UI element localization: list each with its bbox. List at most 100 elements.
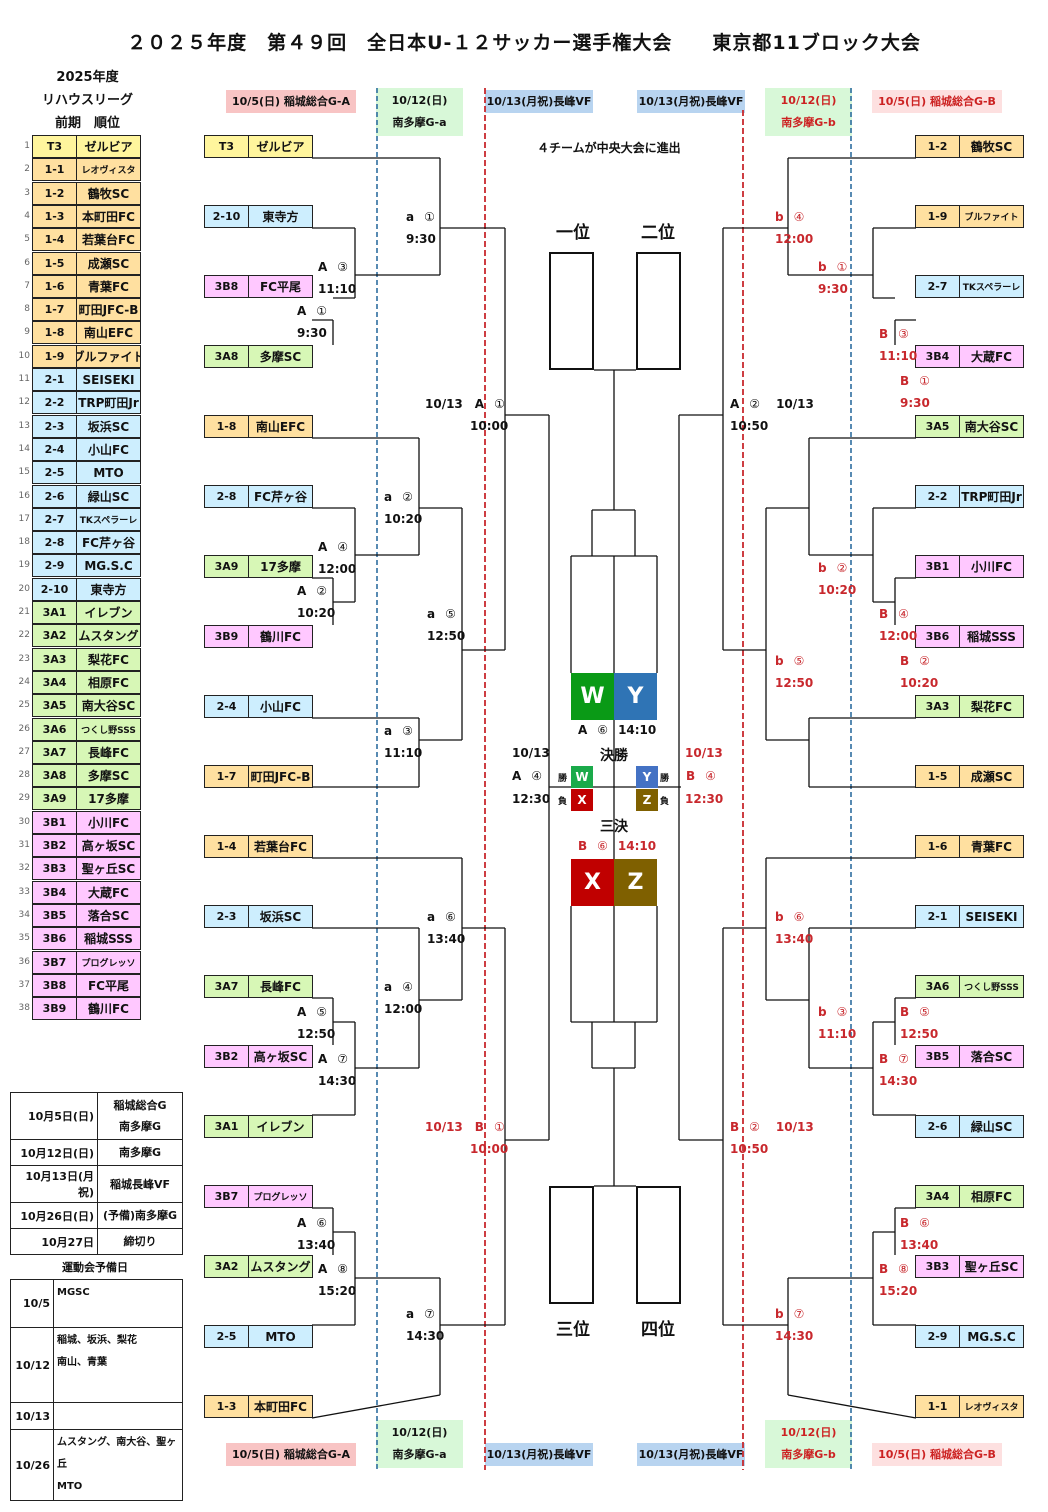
rank-seed: 2-2 — [32, 391, 77, 415]
bracket-team-name[interactable]: 稲城SSS — [960, 625, 1024, 648]
rank-team-name: 東寺方 — [77, 577, 141, 601]
rank-team-name: 坂浜SC — [77, 414, 141, 438]
bracket-team-name[interactable]: 小山FC — [249, 695, 313, 718]
bracket-team-name[interactable]: プログレッソ — [249, 1185, 313, 1208]
match-time: 14:30 — [775, 1329, 814, 1343]
bracket-team-name[interactable]: 鶴牧SC — [960, 135, 1024, 158]
reserve-team-line: 稲城、坂浜、梨花 — [57, 1335, 137, 1346]
match-round: a — [384, 980, 393, 994]
bracket-team-name[interactable]: イレブン — [249, 1115, 313, 1138]
bracket-team-name[interactable]: ゼルビア — [249, 135, 313, 158]
match-number: ③ — [402, 724, 413, 738]
match-round: b — [818, 260, 827, 274]
bracket-team-seed: 1-2 — [915, 135, 960, 158]
rank-seed: 1-7 — [32, 298, 77, 322]
banner-left-round1-bottom: 10/5(日) 稲城総合G-A — [226, 1443, 356, 1466]
bracket-team-name[interactable]: TRP町田Jr — [960, 485, 1024, 508]
bracket-team-seed: 2-9 — [915, 1325, 960, 1348]
match-round: a — [406, 210, 415, 224]
match-time: 9:30 — [900, 396, 930, 410]
bracket-team-name[interactable]: 聖ヶ丘SC — [960, 1255, 1024, 1278]
bracket-team-name[interactable]: 17多摩 — [249, 555, 313, 578]
bracket-team-name[interactable]: 梨花FC — [960, 695, 1024, 718]
bracket-team-name[interactable]: 若葉台FC — [249, 835, 313, 858]
bracket-team-name[interactable]: つくし野SSS — [960, 975, 1024, 998]
bracket-team-seed: 1-7 — [204, 765, 249, 788]
bracket-team-name[interactable]: 鶴川FC — [249, 625, 313, 648]
rank-seed: 3A1 — [32, 601, 77, 624]
banner-left-round3-bottom: 10/13(月祝)長峰VF — [485, 1443, 593, 1466]
schedule-row: 10月12日(日)南多摩G — [10, 1139, 183, 1166]
rank-number: 6 — [24, 257, 30, 268]
match-round: A — [297, 304, 307, 318]
bracket-team-name[interactable]: SEISEKI — [960, 905, 1024, 928]
match-round: A — [318, 540, 328, 554]
bracket-team-name[interactable]: 町田JFC-B — [249, 765, 313, 788]
bracket-team-name[interactable]: 小川FC — [960, 555, 1024, 578]
bracket-team-name[interactable]: 落合SC — [960, 1045, 1024, 1068]
rank-team-name: プログレッソ — [77, 950, 141, 974]
banner-right-round3: 10/13(月祝)長峰VF — [637, 90, 745, 113]
bracket-team-name[interactable]: FC平尾 — [249, 275, 313, 298]
bracket-team-name[interactable]: 青葉FC — [960, 835, 1024, 858]
match-time: 10:00 — [470, 419, 509, 433]
bracket-team-name[interactable]: ブルファイト — [960, 205, 1024, 228]
match-number: ⑧ — [898, 1262, 909, 1276]
bracket-team-name[interactable]: 南大谷SC — [960, 415, 1024, 438]
semi-left-time: 12:30 — [512, 792, 551, 806]
venue-line: 南多摩G — [118, 1120, 162, 1133]
place-1-box[interactable] — [549, 252, 594, 370]
bracket-team-name[interactable]: 相原FC — [960, 1185, 1024, 1208]
bracket-team-seed: 1-9 — [915, 205, 960, 228]
bracket-team-name[interactable]: 東寺方 — [249, 205, 313, 228]
bracket-team-seed: 3B4 — [915, 345, 960, 368]
reserve-date: 10/13 — [10, 1402, 54, 1430]
bracket-team-name[interactable]: 本町田FC — [249, 1395, 313, 1418]
rank-seed: 1-3 — [32, 204, 77, 228]
place-4-box[interactable] — [636, 1186, 681, 1304]
bracket-team-seed: 3A5 — [915, 415, 960, 438]
bracket-team-name[interactable]: MG.S.C — [960, 1325, 1024, 1348]
semi-left-loser-x: X — [571, 789, 593, 811]
bracket-team-name[interactable]: 高ヶ坂SC — [249, 1045, 313, 1068]
rank-team-name: 成瀬SC — [77, 251, 141, 275]
bracket-team-name[interactable]: FC芹ヶ谷 — [249, 485, 313, 508]
rank-seed: 2-7 — [32, 507, 77, 531]
rank-seed: 3A5 — [32, 694, 77, 718]
place-3-box[interactable] — [549, 1186, 594, 1304]
bracket-team-name[interactable]: 成瀬SC — [960, 765, 1024, 788]
bracket-team-name[interactable]: 緑山SC — [960, 1115, 1024, 1138]
bracket-team-name[interactable]: レオヴィスタ — [960, 1395, 1024, 1418]
banner-right-round2-venue: 南多摩G-b — [781, 116, 836, 129]
rank-seed: 3A9 — [32, 787, 77, 811]
match-time: 12:50 — [297, 1027, 336, 1041]
rank-team-name: 梨花FC — [77, 647, 141, 671]
rank-number: 14 — [18, 443, 30, 454]
bracket-team-name[interactable]: ムスタング — [249, 1255, 313, 1278]
semi-right-winner-y: Y — [636, 766, 658, 788]
bracket-team-name[interactable]: 坂浜SC — [249, 905, 313, 928]
bracket-team-name[interactable]: 多摩SC — [249, 345, 313, 368]
bracket-team-name[interactable]: 長峰FC — [249, 975, 313, 998]
bracket-team-seed: 2-4 — [204, 695, 249, 718]
bracket-team-name[interactable]: TKスペラーレ — [960, 275, 1024, 298]
rank-seed: 3B2 — [32, 834, 77, 857]
bracket-team-seed: 2-2 — [915, 485, 960, 508]
bracket-team-name[interactable]: 大蔵FC — [960, 345, 1024, 368]
match-number: ⑧ — [337, 1262, 349, 1276]
place-2-box[interactable] — [636, 252, 681, 370]
rank-seed: 3A8 — [32, 764, 77, 788]
bracket-team-name[interactable]: 南山EFC — [249, 415, 313, 438]
rank-number: 5 — [24, 234, 30, 245]
match-number: ② — [749, 397, 761, 411]
bracket-team-name[interactable]: MTO — [249, 1325, 313, 1348]
advance-note: ４チームが中央大会に進出 — [537, 141, 681, 155]
venue-line: (予備)南多摩G — [102, 1209, 178, 1222]
